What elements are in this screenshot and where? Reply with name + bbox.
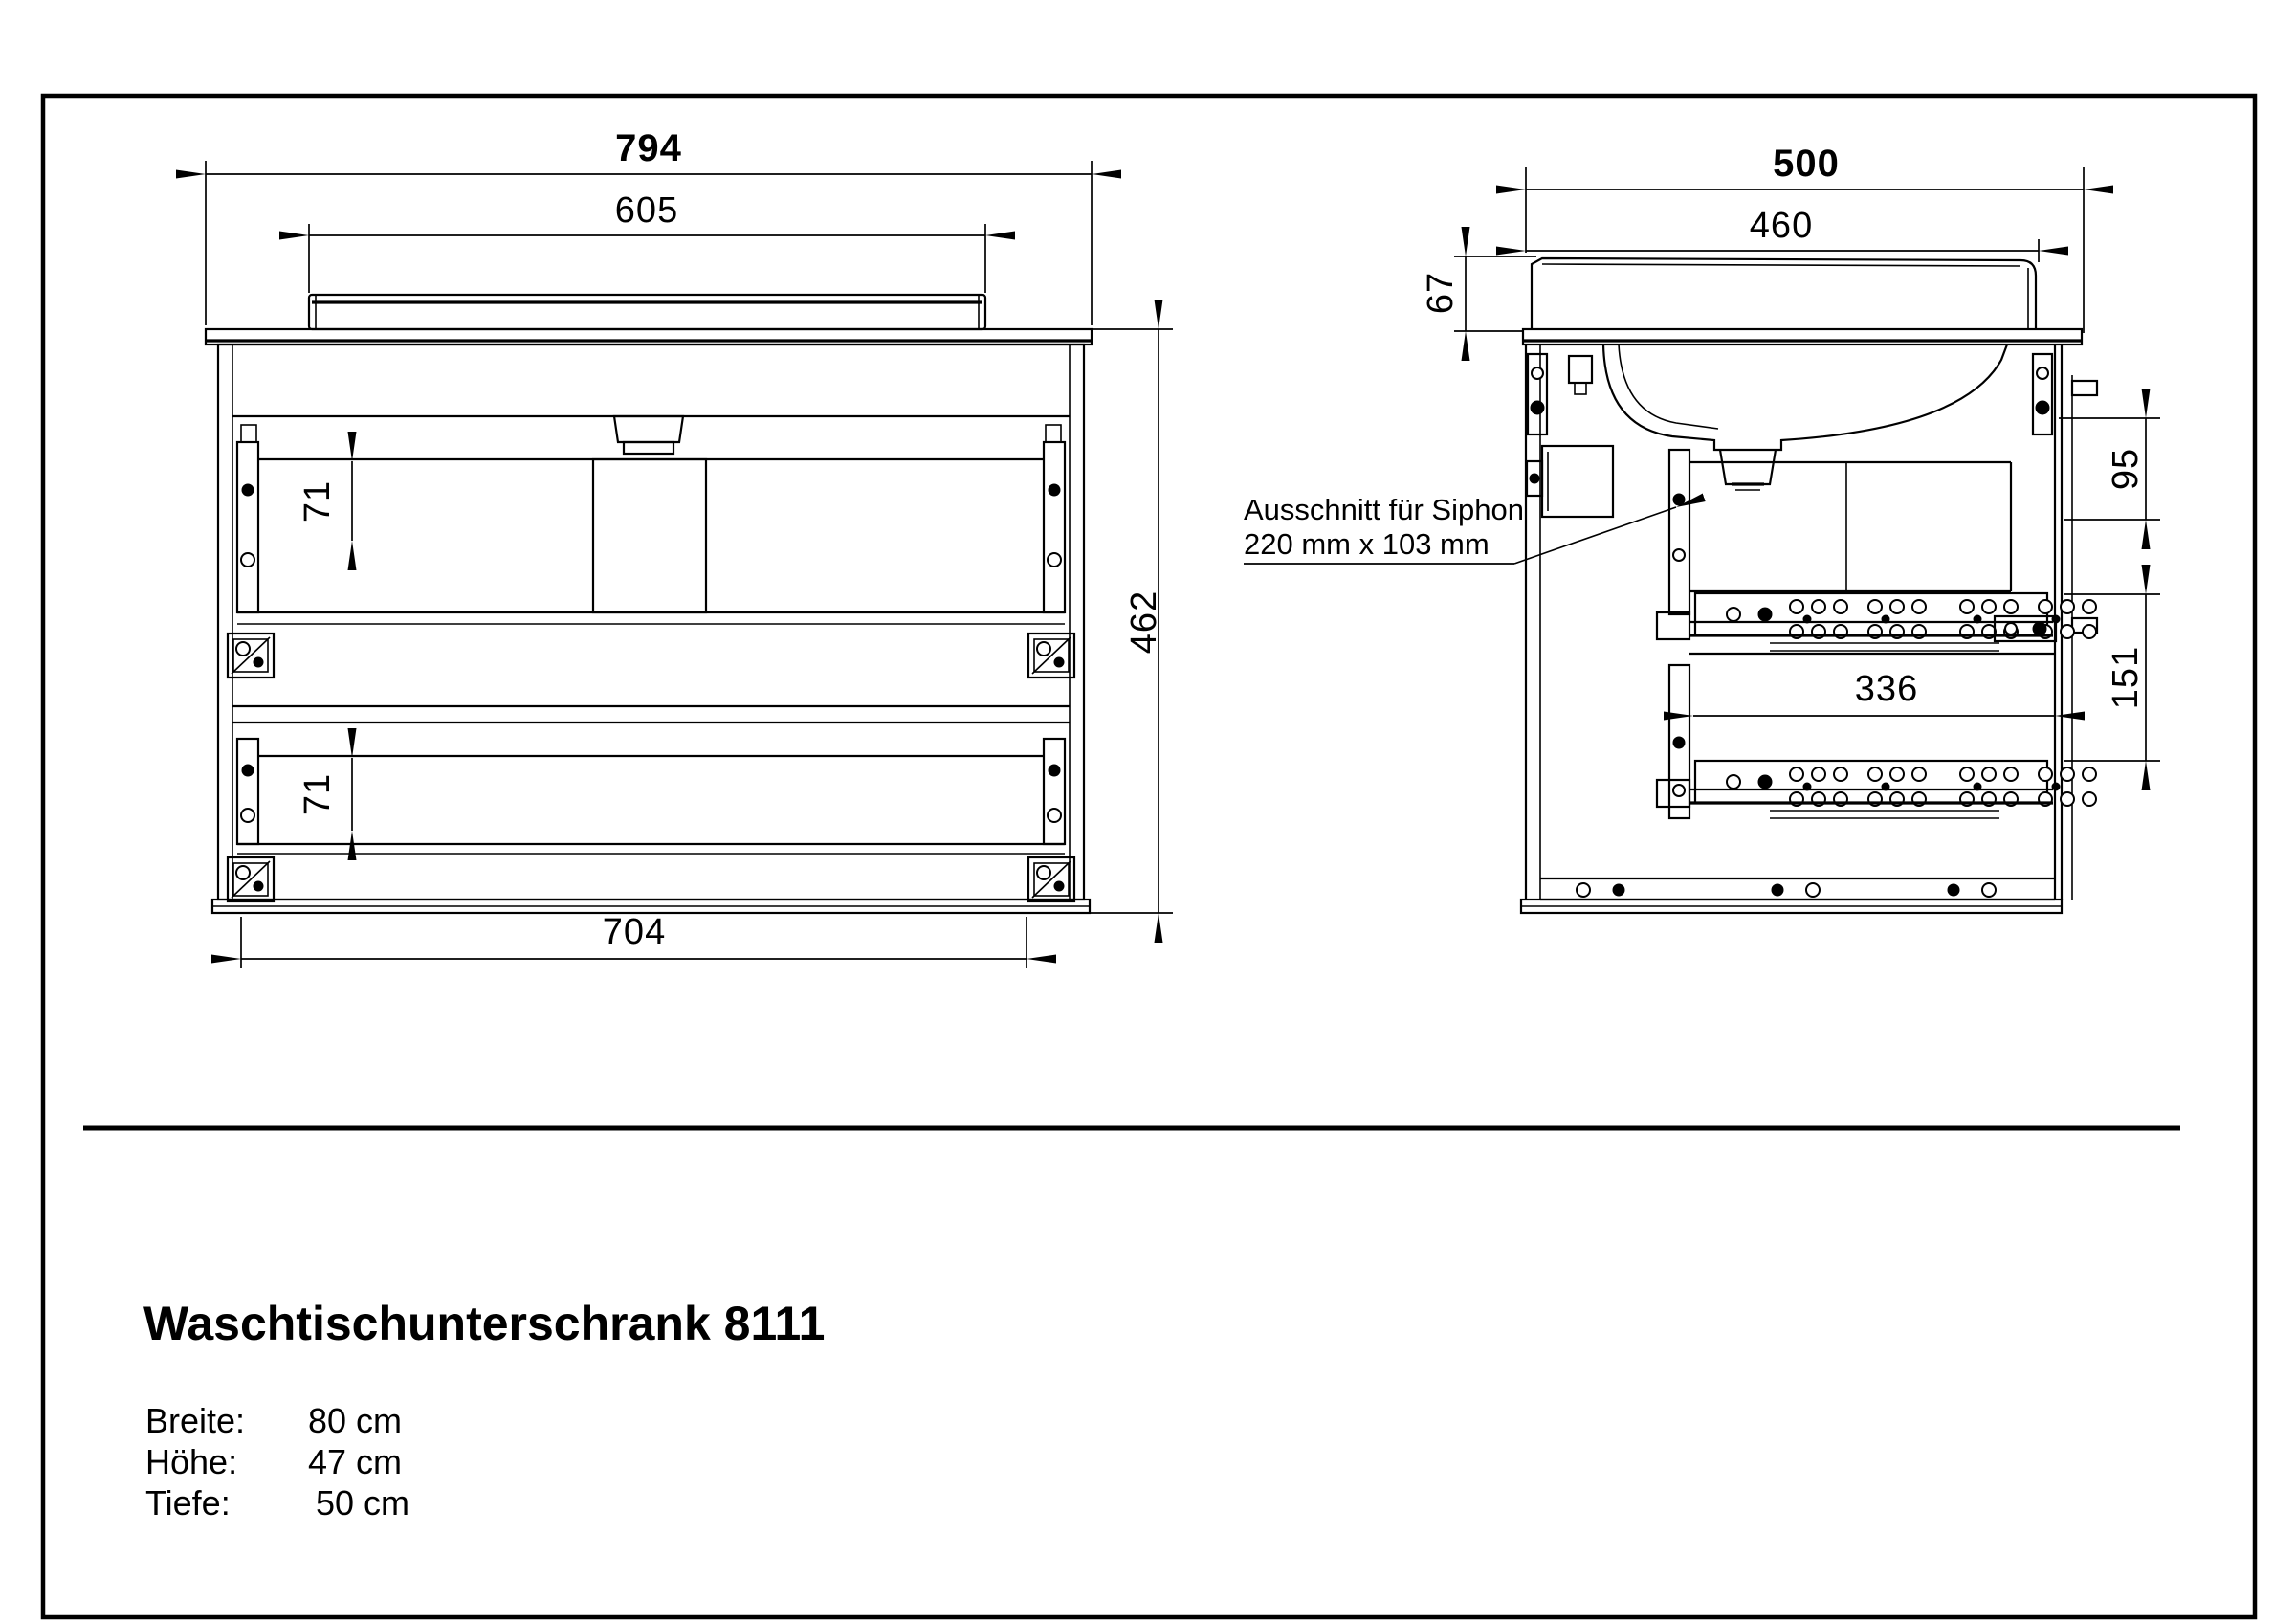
wall-bracket-left [1526, 352, 1594, 436]
dim-basin-height: 67 [1421, 272, 1461, 314]
spec-height-value: 47 cm [308, 1442, 402, 1481]
spec-width-label: Breite: [145, 1401, 245, 1440]
sink-bowl-profile [1601, 344, 2009, 491]
cabinet-front [210, 343, 1092, 915]
upper-drawer-front: 71 [226, 414, 1076, 679]
siphon-note-line1: Ausschnitt für Siphon [1244, 493, 1524, 526]
dim-overall-width: 794 [615, 127, 682, 169]
dim-basin-depth: 460 [1750, 206, 1813, 246]
spec-width-value: 80 cm [308, 1401, 402, 1440]
spec-depth-value: 50 cm [316, 1483, 409, 1523]
basin-side [1530, 256, 2038, 329]
front-view-drawing: 794 605 [176, 127, 1173, 968]
dim-slide-length: 336 [1855, 669, 1918, 709]
page-border [40, 93, 2258, 1620]
product-title: Waschtischunterschrank 8111 [144, 1297, 825, 1350]
siphon-note-line2: 220 mm x 103 mm [1244, 527, 1490, 561]
dim-top-offset: 95 [2106, 448, 2146, 490]
spec-height-label: Höhe: [145, 1442, 237, 1481]
side-view-drawing: 500 460 67 [1244, 143, 2160, 915]
lower-drawer-front: 71 [226, 728, 1076, 903]
title-block: Waschtischunterschrank 8111 Breite: 80 c… [144, 1297, 825, 1523]
countertop-side [1521, 327, 2084, 346]
dim-overall-height: 462 [1124, 590, 1164, 654]
cabinet-side [1519, 345, 2099, 915]
page-frame [40, 93, 2258, 1620]
spec-depth-label: Tiefe: [145, 1483, 231, 1523]
dim-drawer-side-top: 71 [298, 480, 338, 522]
slide-mount-plate [1993, 614, 2058, 643]
dim-basin-width: 605 [615, 190, 678, 231]
dim-slide-spacing: 704 [603, 912, 666, 952]
siphon-leader-line [1513, 493, 1706, 565]
siphon-cutout-box [1525, 444, 1615, 519]
dim-drawer-side-bottom: 71 [298, 773, 338, 815]
dim-lower-offset: 151 [2106, 646, 2146, 709]
lower-drawer-side: 336 [1655, 652, 2097, 820]
wall-bracket-right [2031, 352, 2054, 436]
dim-overall-depth: 500 [1773, 143, 1840, 185]
siphon-annotation: Ausschnitt für Siphon 220 mm x 103 mm [1244, 493, 1706, 565]
